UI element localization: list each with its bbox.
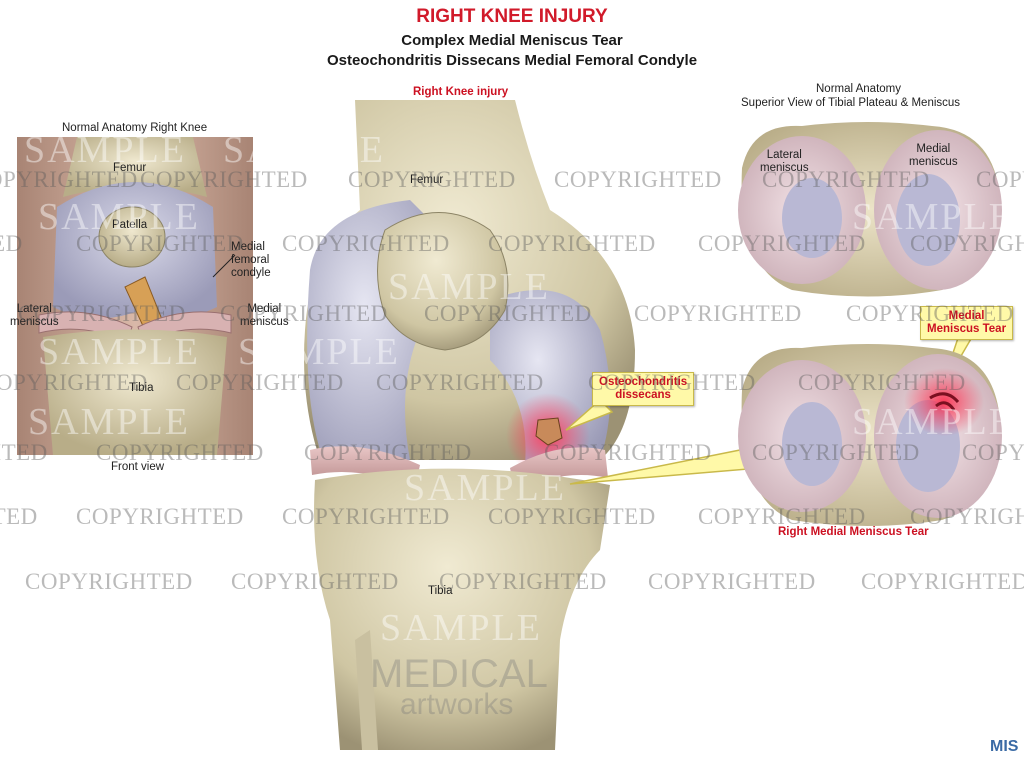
right-label-medial-meniscus: Medial meniscus (909, 143, 958, 168)
center-label-tibia: Tibia (428, 585, 453, 597)
patella (98, 206, 166, 268)
brand-logo: MIS (990, 738, 1019, 755)
left-label-patella: Patella (112, 219, 148, 231)
right-label-lateral-meniscus: Lateral meniscus (760, 149, 809, 174)
left-label-tibia: Tibia (129, 382, 154, 394)
left-panel-caption: Front view (111, 461, 165, 473)
brand-watermark-medical: MEDICAL (370, 652, 548, 696)
normal-tibial-plateau (738, 122, 1002, 297)
tear-lines (929, 392, 960, 411)
center-knee-illustration (304, 100, 635, 750)
right-panel-caption: Right Medial Meniscus Tear (778, 526, 929, 538)
brand-watermark-artworks: artworks (400, 688, 514, 721)
left-panel-title: Normal Anatomy Right Knee (62, 122, 208, 134)
patella (377, 212, 509, 351)
torn-tibial-plateau (738, 344, 1002, 526)
medial-articular-surface (896, 174, 960, 266)
femur-shaft (63, 137, 207, 197)
left-label-medial-femoral-condyle: Medial femoral condyle (231, 241, 271, 279)
left-label-medial-meniscus: Medial meniscus (240, 303, 289, 328)
tibia (314, 468, 610, 750)
left-knee-illustration (17, 137, 253, 455)
center-panel-title: Right Knee injury (413, 86, 509, 98)
fibula (355, 630, 378, 750)
subtitle-meniscus-tear: Complex Medial Meniscus Tear (401, 32, 623, 49)
osteochondritis-pointer (565, 398, 614, 431)
meniscus-tear-callout: Medial Meniscus Tear (920, 306, 1014, 340)
subtitle-osteochondritis: Osteochondritis Dissecans Medial Femoral… (326, 52, 698, 69)
lateral-articular-surface (782, 178, 842, 258)
right-panel-title-2: Superior View of Tibial Plateau & Menisc… (741, 97, 961, 109)
lateral-articular-surface (782, 402, 842, 486)
right-panel-title-1: Normal Anatomy (816, 83, 902, 95)
osteochondritis-callout: Osteochondritis dissecans (592, 372, 695, 406)
page-title: RIGHT KNEE INJURY (416, 6, 608, 27)
tibia (43, 329, 227, 455)
center-label-femur: Femur (410, 174, 444, 186)
left-label-femur: Femur (113, 162, 147, 174)
left-label-lateral-meniscus: Lateral meniscus (10, 303, 59, 328)
osteochondral-fragment (535, 417, 563, 446)
